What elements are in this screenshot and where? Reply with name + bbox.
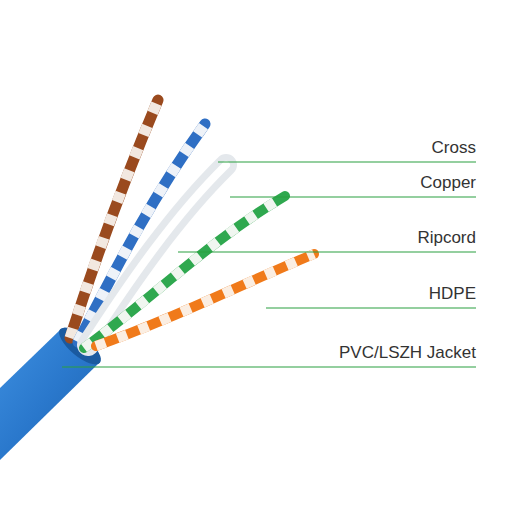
orange-pair <box>96 254 314 346</box>
part-label: Cross <box>432 138 476 158</box>
green-pair <box>84 196 285 348</box>
leader-line <box>230 196 476 197</box>
green-pair-stripe <box>84 196 285 348</box>
part-label: Copper <box>420 173 476 193</box>
leader-line <box>218 161 476 162</box>
leader-line <box>62 366 476 367</box>
leader-line <box>266 307 476 308</box>
part-label: Ripcord <box>417 228 476 248</box>
orange-pair-stripe <box>96 254 314 346</box>
part-label: PVC/LSZH Jacket <box>339 343 476 363</box>
part-label: HDPE <box>429 284 476 304</box>
leader-line <box>178 251 476 252</box>
